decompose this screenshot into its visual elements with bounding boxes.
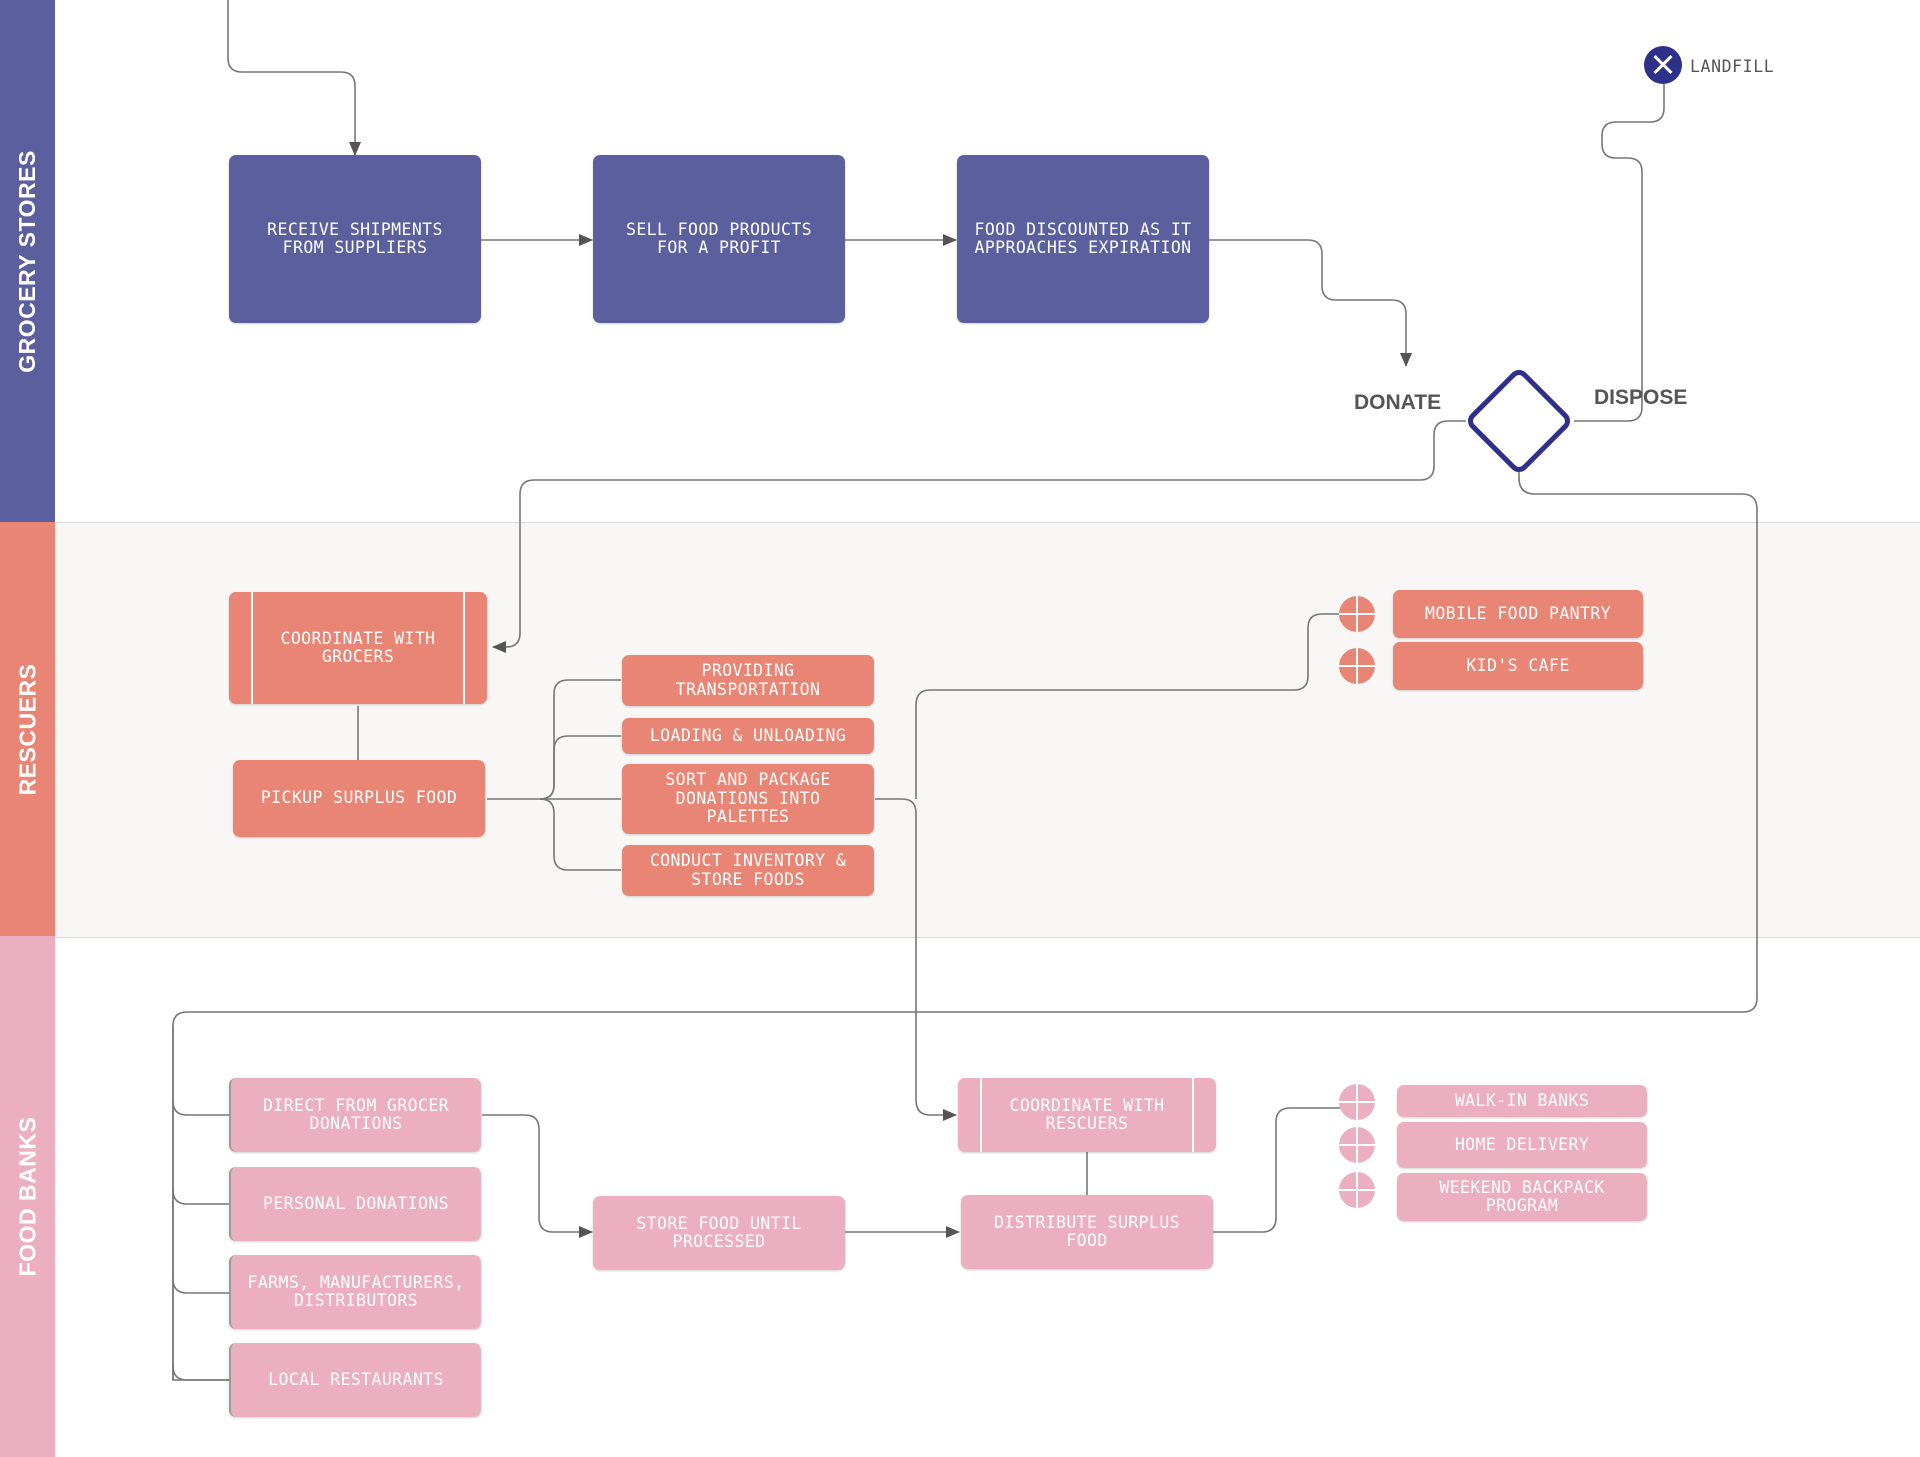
kids-cafe-gateway-icon — [1339, 648, 1375, 684]
landfill-end-icon[interactable] — [1644, 46, 1682, 84]
connector-distribute-to-programs — [1212, 1107, 1342, 1233]
lane-tab-food-banks: FOOD BANKS — [0, 936, 55, 1457]
store-food-task[interactable]: STORE FOOD UNTIL PROCESSED — [593, 1196, 845, 1270]
direct-from-grocer-source[interactable]: DIRECT FROM GROCER DONATIONS — [229, 1078, 481, 1152]
backpack-gateway-icon — [1339, 1172, 1375, 1208]
donate-label: DONATE — [1354, 391, 1442, 414]
home-delivery-gateway-icon — [1339, 1127, 1375, 1163]
connector-dispose-to-landfill — [1574, 84, 1665, 422]
connector-sort-out — [875, 798, 957, 1121]
sell-food-task[interactable]: SELL FOOD PRODUCTS FOR A PROFIT — [593, 155, 845, 323]
mobile-food-pantry-task[interactable]: MOBILE FOOD PANTRY — [1393, 590, 1643, 638]
home-delivery-task[interactable]: HOME DELIVERY — [1397, 1122, 1647, 1168]
dispose-label: DISPOSE — [1594, 386, 1688, 409]
lane-title-rescuers: RESCUERS — [14, 663, 40, 795]
lane-title-grocery-stores: GROCERY STORES — [14, 149, 41, 373]
connector-direct-to-store — [482, 1114, 593, 1238]
conduct-inventory-task[interactable]: CONDUCT INVENTORY & STORE FOODS — [622, 845, 874, 896]
connector-discount-to-gateway — [1209, 239, 1412, 367]
distribute-surplus-food-task[interactable]: DISTRIBUTE SURPLUS FOOD — [961, 1195, 1213, 1269]
sort-package-task[interactable]: SORT AND PACKAGE DONATIONS INTO PALETTES — [622, 764, 874, 834]
local-restaurants-source[interactable]: LOCAL RESTAURANTS — [229, 1343, 481, 1417]
loading-unloading-task[interactable]: LOADING & UNLOADING — [622, 718, 874, 754]
providing-transportation-task[interactable]: PROVIDING TRANSPORTATION — [622, 655, 874, 706]
connector-gateway-to-foodbanks — [172, 460, 1758, 1381]
walk-in-gateway-icon — [1339, 1084, 1375, 1120]
connector-branch-transport — [539, 679, 621, 800]
connector-branch-inventory — [539, 798, 621, 871]
coordinate-with-grocers-subprocess[interactable]: COORDINATE WITH GROCERS — [229, 592, 487, 704]
landfill-label: LANDFILL — [1690, 57, 1775, 76]
lane-title-food-banks: FOOD BANKS — [14, 1116, 40, 1277]
kids-cafe-task[interactable]: KID'S CAFE — [1393, 642, 1643, 690]
connector-src-personal — [172, 1189, 229, 1205]
lane-tab-grocery-stores: GROCERY STORES — [0, 0, 55, 522]
mobile-pantry-gateway-icon — [1339, 596, 1375, 632]
farms-manufacturers-source[interactable]: FARMS, MANUFACTURERS, DISTRIBUTORS — [229, 1255, 481, 1329]
pickup-surplus-food-task[interactable]: PICKUP SURPLUS FOOD — [233, 760, 485, 837]
walk-in-banks-task[interactable]: WALK-IN BANKS — [1397, 1085, 1647, 1117]
connector-start-to-receive — [227, 0, 361, 156]
connector-sort-to-pantry — [915, 613, 1340, 800]
coordinate-with-rescuers-subprocess[interactable]: COORDINATE WITH RESCUERS — [958, 1078, 1216, 1152]
connector-donate-to-rescuers — [492, 420, 1466, 653]
weekend-backpack-task[interactable]: WEEKEND BACKPACK PROGRAM — [1397, 1173, 1647, 1221]
personal-donations-source[interactable]: PERSONAL DONATIONS — [229, 1167, 481, 1241]
connector-src-farms — [172, 1278, 229, 1294]
connector-src-direct — [172, 1100, 229, 1116]
food-discounted-task[interactable]: FOOD DISCOUNTED AS IT APPROACHES EXPIRAT… — [957, 155, 1209, 323]
connector-src-restaurants — [172, 1365, 229, 1381]
lane-tab-rescuers: RESCUERS — [0, 522, 55, 936]
connector-branch-loading — [539, 735, 621, 800]
receive-shipments-task[interactable]: RECEIVE SHIPMENTS FROM SUPPLIERS — [229, 155, 481, 323]
